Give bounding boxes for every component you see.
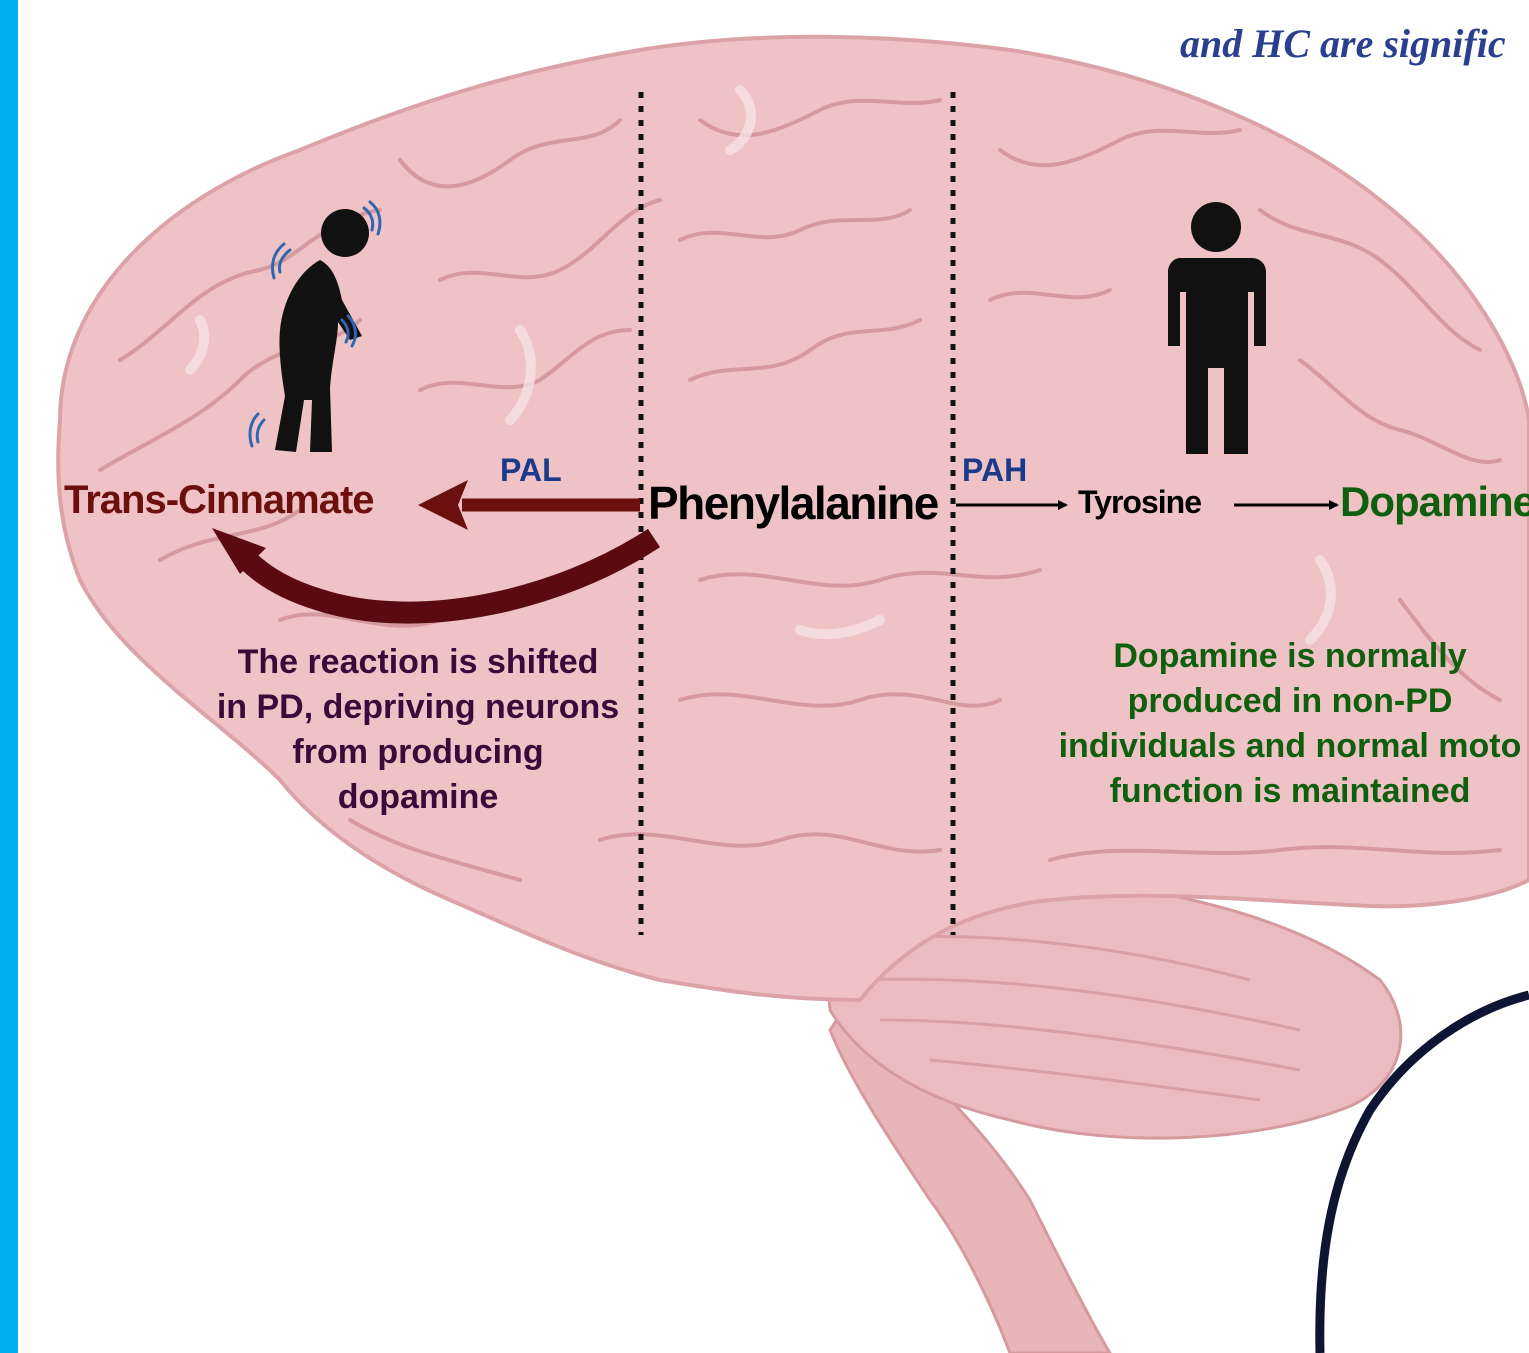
pd-note: The reaction is shifted in PD, depriving… [190,640,646,820]
pd-note-line: from producing [190,730,646,775]
pd-note-line: in PD, depriving neurons [190,685,646,730]
hc-note: Dopamine is normally produced in non-PD … [1010,634,1529,814]
pd-note-line: dopamine [190,775,646,820]
top-caption: and HC are signific [1180,20,1506,67]
hc-note-line: Dopamine is normally [1010,634,1529,679]
pal-enzyme-label: PAL [500,452,562,489]
pah-enzyme-label: PAH [962,452,1027,489]
pd-note-line: The reaction is shifted [190,640,646,685]
trans-cinnamate-label: Trans-Cinnamate [64,478,374,523]
tyrosine-label: Tyrosine [1078,484,1201,521]
dopamine-label: Dopamine [1340,478,1529,526]
phenylalanine-label: Phenylalanine [648,476,938,530]
hc-note-line: individuals and normal moto [1010,724,1529,769]
hc-note-line: function is maintained [1010,769,1529,814]
hc-note-line: produced in non-PD [1010,679,1529,724]
